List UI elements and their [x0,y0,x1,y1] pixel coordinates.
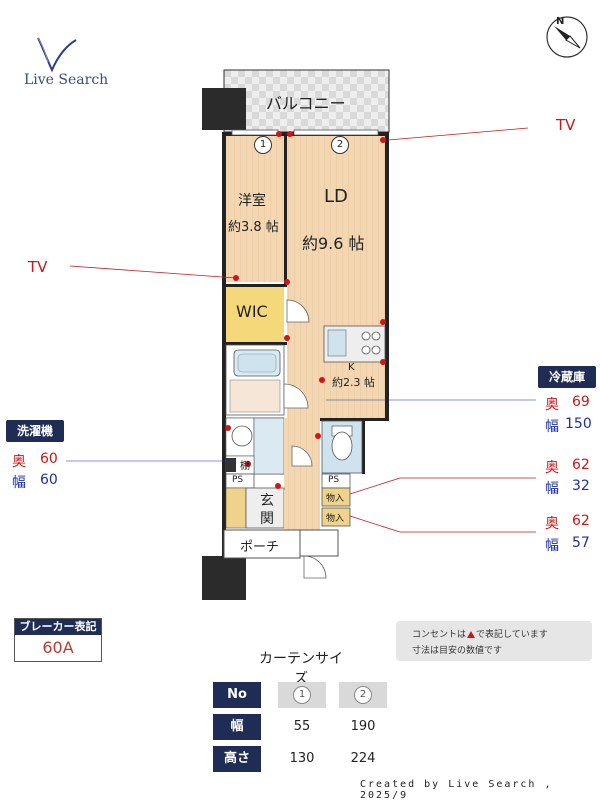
storage-b-depth-label: 奥 [545,516,559,532]
curtain-col-1-number: 1 [293,685,311,704]
curtain-col-2: 2 [339,682,387,708]
window-2-marker: 2 [331,136,349,154]
note-line-1: コンセントはで表記しています [412,627,592,643]
curtain-height-1: 130 [289,751,315,766]
storage-b-depth-value: 62 [572,513,590,529]
ps-right-label: PS [328,475,340,485]
western-room-floor [226,136,284,282]
storage-a-depth-label: 奥 [545,460,559,476]
fridge-width-label: 幅 [545,419,559,435]
fridge-badge: 冷蔵庫 [538,366,596,388]
storage-1-label: 物入 [326,494,345,504]
storage-left-floor [225,487,247,529]
curtain-height-2: 224 [350,751,376,766]
storage-b-width-value: 57 [572,535,590,551]
storage-2-label: 物入 [326,514,345,524]
curtain-header-no: No [213,682,261,708]
storage-a-depth-value: 62 [572,457,590,473]
note-line-1-after: で表記しています [476,630,548,640]
entrance-label-1: 玄 [260,493,274,509]
column-top [202,88,246,130]
porch-floor [223,529,301,559]
breaker-title: ブレーカー表記 [15,619,101,635]
porch-label: ポーチ [240,540,280,555]
curtain-width-1: 55 [293,719,311,734]
note-line-2: 寸法は目安の数値です [412,646,503,656]
kitchen-size: 約2.3 帖 [332,376,375,389]
balcony-area [223,69,390,133]
compass-north-label: N [556,16,565,27]
curtain-width-2: 190 [350,719,376,734]
fridge-depth-value: 69 [572,394,590,410]
entrance-label-2: 関 [260,511,274,527]
washer-badge: 洗濯機 [6,420,64,442]
washer-width-label: 幅 [12,475,26,491]
curtain-width-label: 幅 [213,714,261,740]
tv-left-label: TV [28,258,48,276]
storage-b-width-label: 幅 [545,538,559,554]
storage-a-width-value: 32 [572,478,590,494]
tv-right-label: TV [556,116,576,134]
wic-floor [226,286,284,342]
washer-width-value: 60 [40,472,58,488]
ld-label: LD [324,186,348,207]
logo-text: Live Search [24,72,109,88]
window-1-number: 1 [259,139,267,150]
entrance-floor [245,487,285,529]
washer-depth-value: 60 [40,451,58,467]
compass-icon [546,16,588,58]
fridge-depth-label: 奥 [545,397,559,413]
western-room-size: 約3.8 帖 [228,220,279,235]
column-bottom [202,556,246,600]
window-1-marker: 1 [254,136,272,154]
window-2-number: 2 [336,139,344,150]
breaker-value: 60A [42,638,74,657]
balcony-label: バルコニー [266,94,346,113]
western-room-label: 洋室 [238,193,266,209]
washer-depth-label: 奥 [12,454,26,470]
ld-size: 約9.6 帖 [302,234,365,253]
logo-mark-icon [37,37,77,73]
shelf-label: 棚 [240,461,250,472]
kitchen-label: K [348,362,355,373]
curtain-col-2-number: 2 [354,685,372,704]
curtain-height-label: 高さ [213,746,261,772]
ps-left-label: PS [232,475,244,485]
fridge-width-value: 150 [565,416,592,432]
wic-label: WIC [236,302,268,321]
note-box: コンセントはで表記しています 寸法は目安の数値です [396,621,592,661]
footer-credit: Created by Live Search , 2025/9 [360,779,553,801]
breaker-box: ブレーカー表記 60A [14,618,102,662]
note-line-1-before: コンセントは [412,630,467,640]
curtain-col-1: 1 [278,682,326,708]
ld-floor [287,136,385,418]
storage-a-width-label: 幅 [545,481,559,497]
outlet-marker-icon [467,631,476,638]
